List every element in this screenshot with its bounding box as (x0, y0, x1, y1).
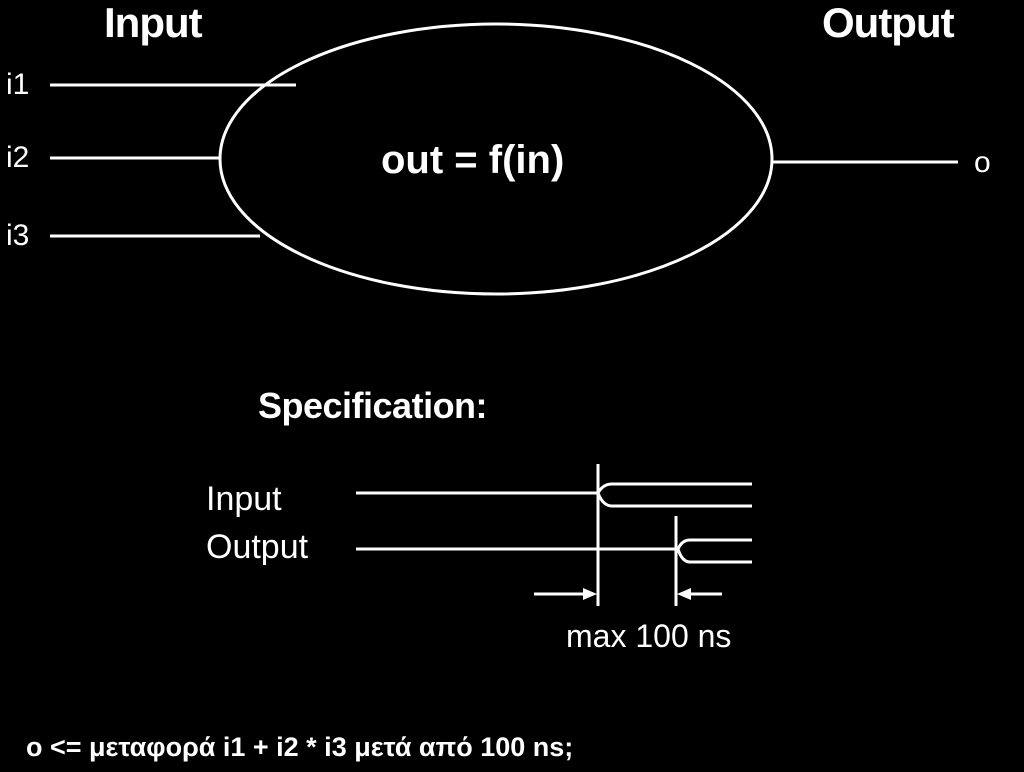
function-label: out = f(in) (381, 138, 565, 182)
input-port-i1: i1 (6, 68, 30, 101)
specification-heading: Specification: (258, 385, 488, 426)
input-port-i2: i2 (6, 141, 30, 174)
timing-signal-input-label: Input (206, 480, 282, 518)
output-heading: Output (822, 0, 955, 46)
input-heading: Input (104, 0, 203, 46)
delay-arrow-right-head (677, 588, 691, 600)
timing-output-transition (676, 538, 752, 564)
input-port-i3: i3 (6, 219, 30, 252)
timing-input-transition (596, 482, 752, 508)
vhdl-statement: o <= μεταφορά i1 + i2 * i3 μετά από 100 … (26, 732, 574, 762)
delay-label: max 100 ns (566, 618, 732, 654)
delay-arrow-left-head (583, 588, 597, 600)
function-block-ellipse (218, 22, 774, 296)
timing-signal-output-label: Output (206, 528, 309, 566)
output-port-o: o (974, 146, 991, 179)
